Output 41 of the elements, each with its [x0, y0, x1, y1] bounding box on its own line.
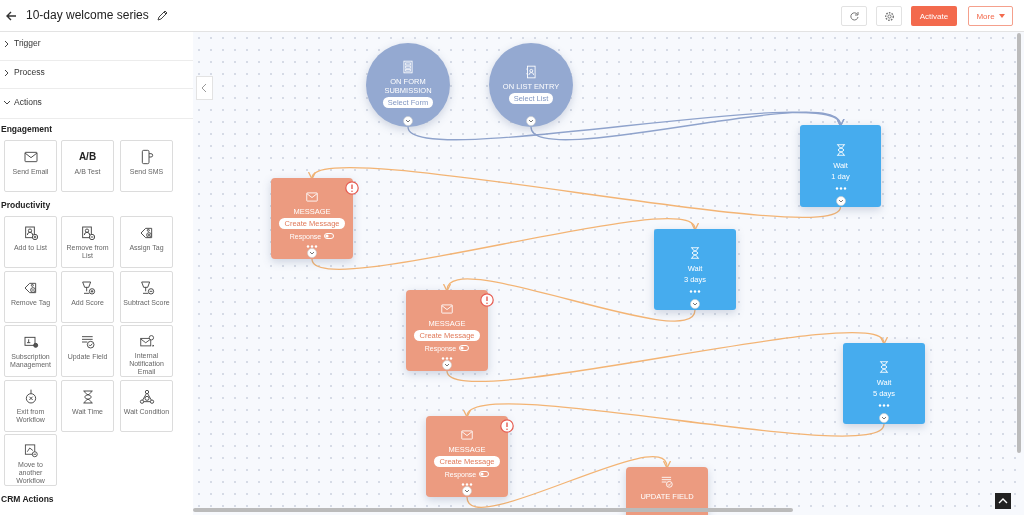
message-step-box [271, 178, 353, 259]
action-tile [120, 140, 173, 192]
trigger-circle [366, 43, 450, 127]
message-step-box [426, 416, 508, 497]
connector-arrow [465, 403, 885, 437]
page-title: 10-day welcome series [26, 8, 149, 22]
accordion-header: Actions [14, 97, 42, 107]
action-tile [4, 271, 57, 323]
wait-step-box [654, 229, 736, 310]
accordion-header: Process [14, 67, 45, 77]
action-tile [61, 140, 114, 192]
action-tile [120, 216, 173, 268]
wait-step-box [843, 343, 925, 424]
connector-arrow [311, 218, 697, 270]
trigger-circle [489, 43, 573, 127]
action-tile [61, 380, 114, 432]
activate-button: Activate [911, 6, 957, 26]
wait-step-box [800, 125, 881, 207]
action-tile [4, 380, 57, 432]
connector-arrow [530, 112, 842, 140]
action-tile [4, 216, 57, 268]
action-tile [120, 325, 173, 377]
connector-arrow [445, 278, 696, 322]
action-tile [61, 271, 114, 323]
connector-arrow [446, 331, 886, 383]
section-heading: CRM Actions [1, 494, 54, 504]
message-step-box [406, 290, 488, 371]
action-tile [4, 434, 57, 486]
action-tile [120, 380, 173, 432]
accordion-header: Trigger [14, 38, 41, 48]
section-heading: Engagement [1, 124, 52, 134]
section-heading: Productivity [1, 200, 51, 210]
more-dropdown-button: More [968, 6, 1013, 26]
action-tile [61, 216, 114, 268]
action-tile [4, 140, 57, 192]
connector-arrow [466, 456, 669, 508]
tile-symbol: A/B [78, 150, 97, 164]
action-tile [4, 325, 57, 377]
action-tile [120, 271, 173, 323]
connector-arrow [310, 167, 842, 218]
action-tile [61, 325, 114, 377]
